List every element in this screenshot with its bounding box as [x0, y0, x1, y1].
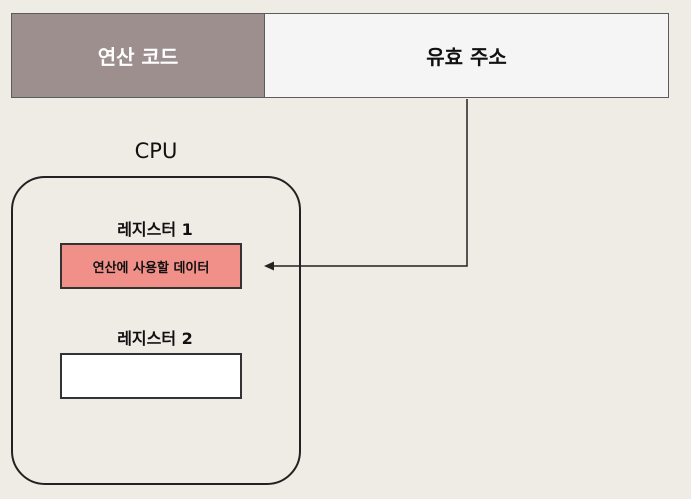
- effective-address-label: 유효 주소: [426, 45, 507, 69]
- cpu-title: CPU: [134, 139, 178, 163]
- connector-line: [272, 99, 468, 267]
- register-1-box: 연산에 사용할 데이터: [60, 243, 242, 289]
- cpu-container: [11, 176, 301, 485]
- register-2-box: [60, 353, 242, 399]
- register-2-label: 레지스터 2: [117, 329, 193, 348]
- register-1-content: 연산에 사용할 데이터: [92, 260, 210, 276]
- effective-address-field: 유효 주소: [265, 14, 668, 97]
- arrowhead-icon: [264, 261, 274, 271]
- instruction-format: 연산 코드 유효 주소: [11, 13, 669, 98]
- opcode-field: 연산 코드: [12, 14, 265, 97]
- register-1-label: 레지스터 1: [117, 220, 193, 239]
- opcode-label: 연산 코드: [97, 45, 179, 69]
